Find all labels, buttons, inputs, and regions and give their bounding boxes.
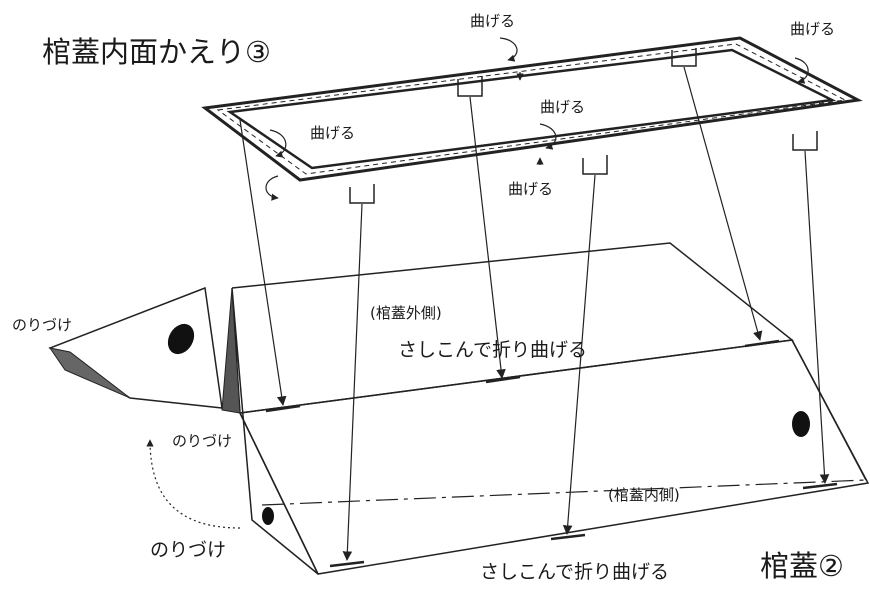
bend-label-4: 曲げる	[310, 124, 355, 142]
rim-title: 棺蓋内面かえり③	[42, 35, 271, 69]
insert-fold-label-bottom: さしこんで折り曲げる	[480, 561, 669, 583]
bend-label-3: 曲げる	[540, 98, 585, 116]
inner-side-label: (棺蓋内側)	[608, 486, 680, 504]
lid-label: 棺蓋②	[760, 549, 844, 583]
bend-label-1: 曲げる	[470, 12, 515, 30]
bend-label-5: 曲げる	[508, 180, 553, 198]
glue-label-flap: のりづけ	[12, 316, 72, 334]
bend-arrows	[265, 37, 809, 201]
outer-side-label: (棺蓋外側)	[370, 304, 442, 322]
glue-label-bottom: のりづけ	[150, 539, 226, 561]
flap-hole	[167, 323, 195, 355]
glue-label-end: のりづけ	[172, 432, 232, 450]
coffin-lid-box	[48, 242, 870, 575]
right-hole	[792, 411, 810, 437]
insertion-arrows	[239, 66, 830, 561]
insert-fold-label-top: さしこんで折り曲げる	[398, 339, 587, 361]
left-small-hole	[262, 507, 274, 525]
bend-label-2: 曲げる	[790, 20, 835, 38]
inner-rim-frame	[201, 36, 863, 204]
glue-arrow	[146, 439, 241, 529]
